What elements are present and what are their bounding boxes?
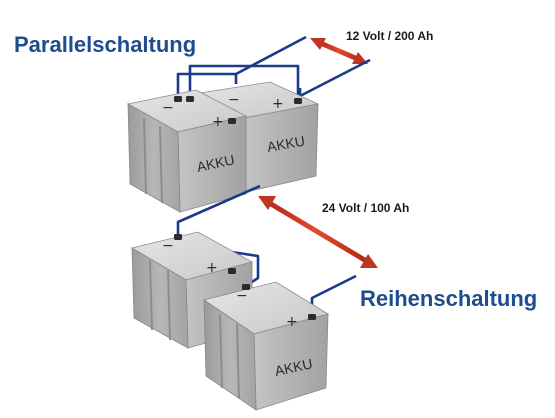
battery-parallel-2-minus-sign: − — [228, 92, 240, 108]
battery-series-1-minus-sign: − — [162, 238, 174, 254]
battery-parallel-1: − + AKKU — [126, 89, 248, 213]
battery-parallel-1-minus-sign: − — [162, 100, 174, 116]
parallel-title: Parallelschaltung — [14, 32, 196, 57]
battery-parallel-1-label: AKKU — [195, 151, 236, 175]
battery-parallel-2-label: AKKU — [266, 133, 306, 155]
parallel-spec-label: 12 Volt / 200 Ah — [346, 29, 433, 43]
battery-series-1-plus-sign: + — [206, 260, 218, 276]
series-title: Reihenschaltung — [360, 286, 537, 311]
parallel-double-arrow — [310, 38, 368, 64]
battery-series-2: − + AKKU — [203, 281, 329, 411]
battery-series-2-minus-sign: − — [236, 288, 248, 304]
series-spec-label: 24 Volt / 100 Ah — [322, 201, 409, 215]
parallel-terminals — [174, 96, 302, 124]
battery-parallel-2-plus-sign: + — [272, 96, 284, 112]
series-terminals — [174, 234, 316, 320]
battery-parallel-1-plus-sign: + — [212, 114, 224, 130]
battery-series-2-plus-sign: + — [286, 314, 298, 330]
series-double-arrow — [258, 196, 378, 268]
battery-series-2-label: AKKU — [273, 355, 314, 379]
